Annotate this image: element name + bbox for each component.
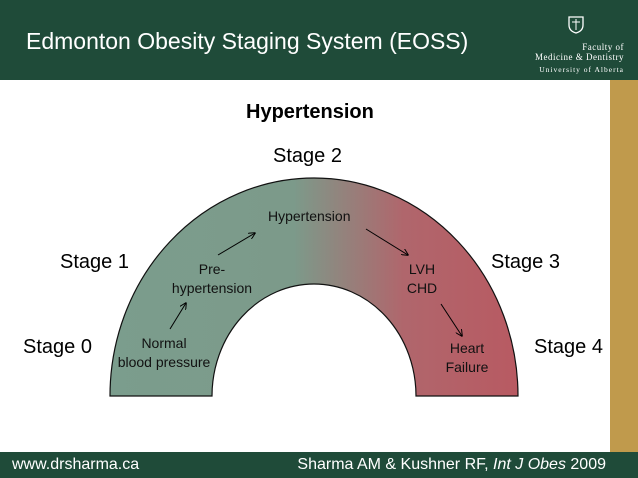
citation: Sharma AM & Kushner RF, Int J Obes 2009: [297, 456, 606, 474]
stage-3-label: Stage 3: [491, 251, 560, 273]
arrow-hypertension-to-lvh: [365, 228, 408, 255]
step-hypertension: Hypertension: [268, 207, 351, 226]
step-pre-hypertension: Pre- hypertension: [166, 260, 258, 298]
header-bar: Edmonton Obesity Staging System (EOSS) F…: [0, 0, 638, 80]
step-heart-line-1: Heart: [449, 340, 485, 356]
step-lvh-line-1: LVH: [408, 261, 436, 277]
stage-arc: [109, 177, 519, 397]
citation-year: 2009: [565, 456, 606, 473]
stage-1-label: Stage 1: [60, 251, 129, 273]
faculty-line-1: Faculty of: [582, 42, 624, 52]
step-pre-line-1: Pre-: [198, 261, 226, 277]
step-hypertension-text: Hypertension: [268, 208, 351, 224]
step-lvh-line-2: CHD: [406, 280, 438, 296]
stage-4-label: Stage 4: [534, 336, 603, 358]
slide-title: Edmonton Obesity Staging System (EOSS): [26, 28, 469, 54]
step-pre-line-2: hypertension: [171, 280, 253, 296]
stage-2-label: Stage 2: [273, 145, 342, 167]
staging-diagram: Hypertension Stage 2 Stage 1 Stage 3 Sta…: [0, 80, 610, 452]
step-normal-blood-pressure: Normal blood pressure: [112, 334, 216, 372]
arrow-lvh-to-heart-failure: [440, 303, 462, 336]
citation-journal: Int J Obes: [493, 456, 566, 473]
stage-0-label: Stage 0: [23, 336, 92, 358]
citation-authors: Sharma AM & Kushner RF,: [297, 456, 494, 473]
faculty-line-2: Medicine & Dentistry: [535, 52, 624, 62]
university-crest-icon: [568, 16, 584, 34]
step-normal-line-1: Normal: [141, 335, 187, 351]
step-heart-failure: Heart Failure: [440, 339, 494, 377]
footer-bar: www.drsharma.ca Sharma AM & Kushner RF, …: [0, 452, 638, 478]
arrow-pre-to-hypertension: [217, 233, 255, 256]
faculty-name: Faculty of Medicine & Dentistry: [535, 42, 624, 62]
gold-side-bar: [610, 80, 638, 452]
university-name: University of Alberta: [539, 65, 624, 74]
website-link[interactable]: www.drsharma.ca: [12, 456, 140, 473]
arrow-normal-to-pre: [169, 303, 186, 330]
step-heart-line-2: Failure: [445, 359, 489, 375]
diagram-heading: Hypertension: [246, 101, 374, 123]
arc-graphic: [109, 177, 519, 397]
step-lvh-chd: LVH CHD: [398, 260, 446, 298]
step-normal-line-2: blood pressure: [117, 354, 211, 370]
